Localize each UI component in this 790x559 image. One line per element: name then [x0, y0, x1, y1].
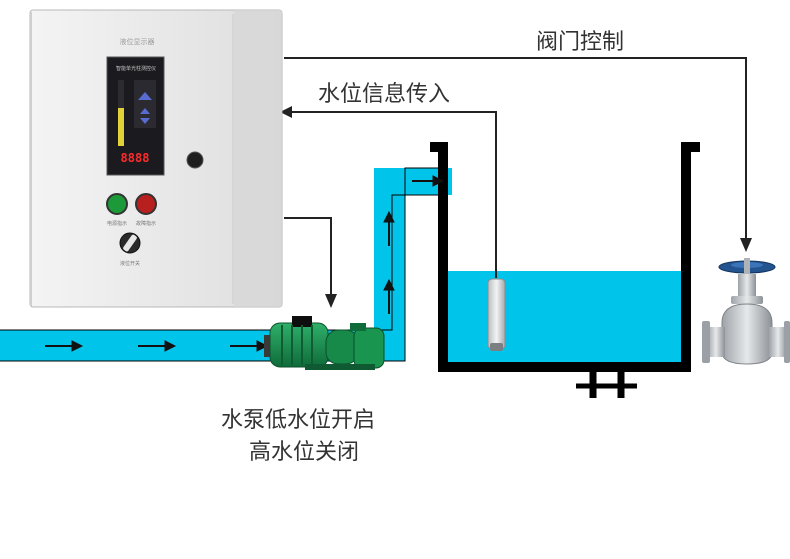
- controller-title: 智能单光柱测控仪: [116, 65, 156, 72]
- tank-water: [448, 271, 681, 367]
- selector-switch-handle: [123, 234, 137, 252]
- tank-wall: [430, 142, 700, 372]
- red-indicator-label: 故障指示: [136, 220, 156, 227]
- level-input-label: 水位信息传入: [318, 82, 451, 107]
- water-pump: [264, 316, 385, 370]
- controller-module: [106, 56, 165, 176]
- controller-display: 8888: [121, 151, 150, 165]
- flow-arrows: [45, 175, 445, 352]
- arrow-to-valve: [740, 238, 752, 252]
- pump-caption-line1: 水泵低水位开启: [221, 408, 376, 433]
- pump-caption-line2: 高水位关闭: [249, 440, 360, 465]
- arrow-to-pump: [325, 294, 337, 308]
- pipe-wall: [0, 167, 443, 362]
- level-probe: [487, 278, 506, 350]
- signal-lines: [284, 57, 747, 296]
- gate-valve: [702, 258, 790, 365]
- cabinet-title: 液位显示器: [120, 37, 155, 46]
- arrow-to-cabinet: [280, 106, 292, 118]
- selector-switch-label: 液位开关: [120, 260, 140, 267]
- green-indicator-label: 电源指示: [107, 220, 127, 227]
- pipe-wall: [0, 194, 443, 331]
- level-probe-tip: [490, 343, 503, 351]
- red-indicator-light: [135, 193, 157, 215]
- cabinet-lock: [186, 151, 204, 169]
- valve-control-label: 阀门控制: [536, 30, 625, 55]
- green-indicator-light: [106, 193, 128, 215]
